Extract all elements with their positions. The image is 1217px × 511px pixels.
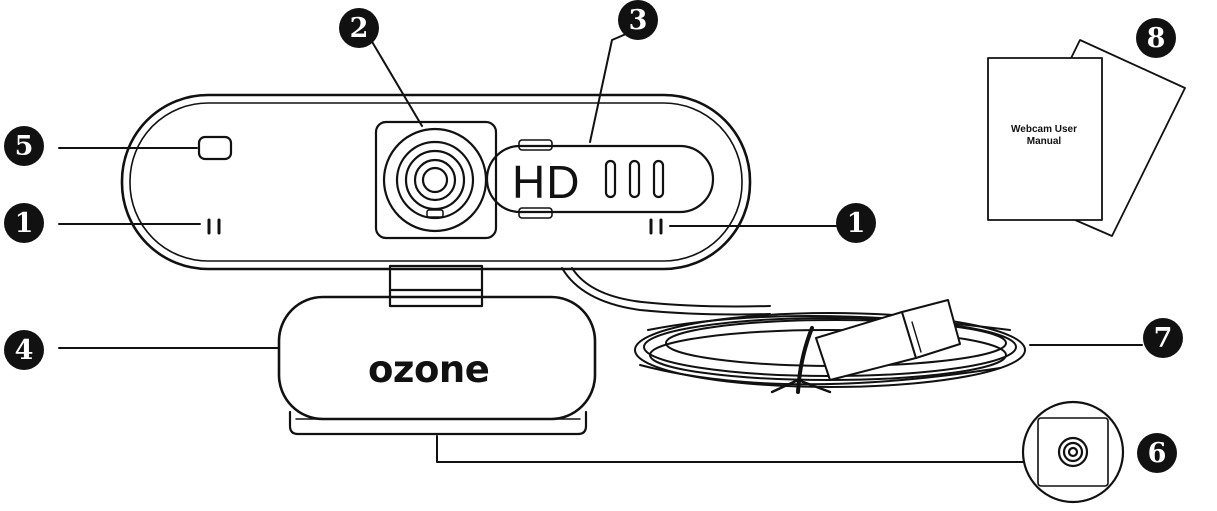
callout-mic-left: 1 xyxy=(4,203,44,243)
manual-title-line1: Webcam User xyxy=(1011,124,1077,135)
callout-hd-strip: 3 xyxy=(618,0,658,40)
microphone-right xyxy=(649,218,663,235)
lens-assembly xyxy=(374,120,498,240)
usb-cable xyxy=(561,267,1026,394)
manual-title-line2: Manual xyxy=(1026,136,1062,147)
indicator-led xyxy=(197,135,233,161)
callout-user-manual: 8 xyxy=(1136,18,1176,58)
callout-usb-cable: 7 xyxy=(1143,318,1183,358)
webcam-body xyxy=(120,93,752,271)
tripod-mount-inset xyxy=(1021,400,1125,504)
hd-strip xyxy=(485,139,715,219)
microphone-left xyxy=(207,218,221,235)
mounting-clip xyxy=(277,295,597,436)
usb-plug xyxy=(815,299,961,381)
leader-lines xyxy=(58,27,1143,463)
callout-mic-right: 1 xyxy=(836,203,876,243)
callout-tripod-mount: 6 xyxy=(1137,433,1177,473)
hd-label: HD xyxy=(512,156,581,208)
callout-lens: 2 xyxy=(339,8,379,48)
user-manual-drawing xyxy=(987,39,1186,237)
callout-clip: 4 xyxy=(4,330,44,370)
hinge xyxy=(388,264,484,308)
callout-indicator-led: 5 xyxy=(4,126,44,166)
brand-logo: ozone xyxy=(368,348,490,391)
